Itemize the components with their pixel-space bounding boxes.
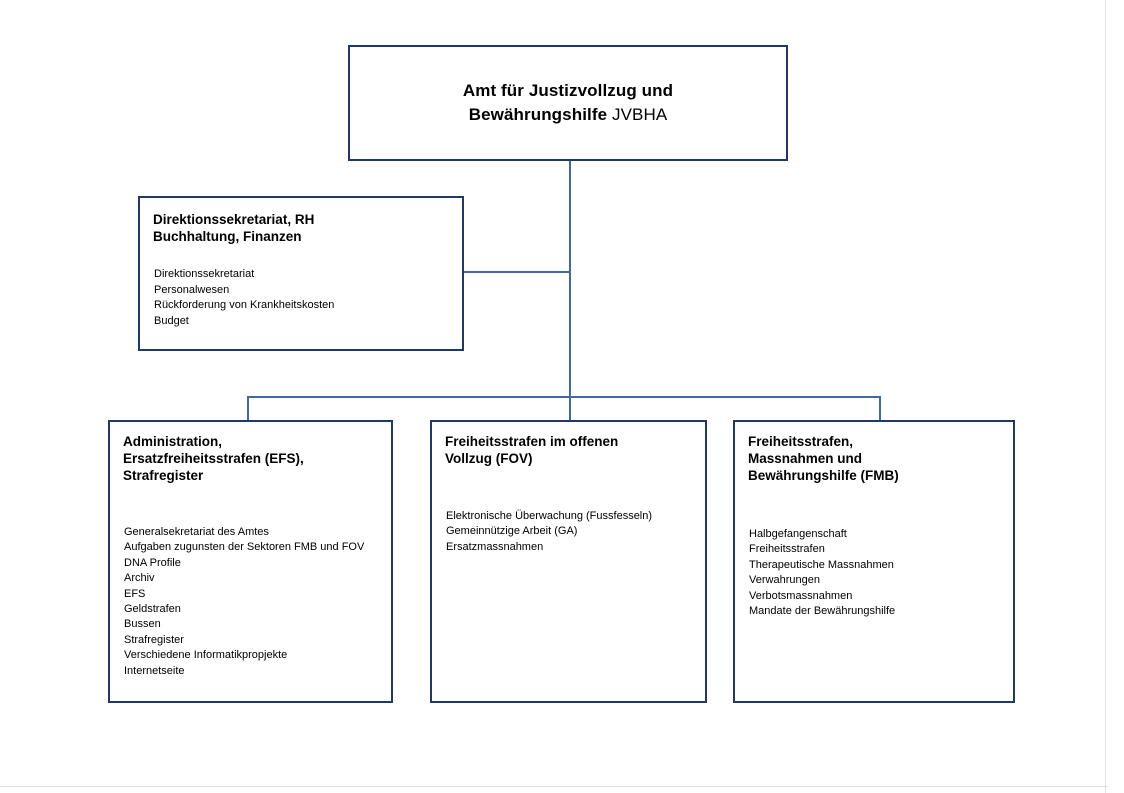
list-item: Freiheitsstrafen (749, 543, 825, 556)
list-item: Elektronische Überwachung (Fussfesseln) (446, 510, 653, 522)
node-root-title-abbr: JVBHA (612, 105, 668, 124)
list-item: DNA Profile (124, 556, 181, 569)
connector-root-trunk (569, 161, 571, 398)
node-fov-list: Elektronische Überwachung (Fussfesseln) G… (446, 509, 652, 555)
node-root-title-bold: Amt für Justizvollzug und Bewährungshilf… (462, 81, 674, 124)
list-item: Bussen (124, 618, 161, 631)
list-item: Archiv (124, 572, 155, 585)
list-item: Gemeinnützige Arbeit (GA) (446, 525, 578, 538)
node-freiheitsstrafen-offener-vollzug[interactable]: Freiheitsstrafen im offenen Vollzug (FOV… (430, 420, 707, 703)
list-item: Halbgefangenschaft (749, 528, 847, 540)
list-item: Verwahrungen (749, 574, 820, 587)
list-item: Direktionssekretariat (154, 268, 255, 280)
list-item: Generalsekretariat des Amtes (124, 526, 269, 538)
node-admin-title: Administration, Ersatzfreiheitsstrafen (… (123, 434, 304, 483)
list-item: Mandate der Bewährungshilfe (749, 605, 896, 618)
connector-staff-branch (463, 271, 570, 273)
node-fmb-title: Freiheitsstrafen, Massnahmen und Bewähru… (748, 434, 899, 483)
node-administration-efs-strafregister[interactable]: Administration, Ersatzfreiheitsstrafen (… (108, 420, 393, 703)
node-freiheitsstrafen-massnahmen-bewaehrungshilfe[interactable]: Freiheitsstrafen, Massnahmen und Bewähru… (733, 420, 1015, 703)
list-item: Verschiedene Informatikpropjekte (124, 649, 288, 662)
list-item: Geldstrafen (124, 603, 181, 616)
list-item: Rückforderung von Krankheitskosten (154, 299, 335, 311)
list-item: Personalwesen (154, 283, 230, 296)
node-root-office[interactable]: Amt für Justizvollzug und Bewährungshilf… (348, 45, 788, 161)
list-item: Strafregister (124, 633, 184, 646)
list-item: EFS (124, 587, 146, 600)
connector-drop-admin (247, 396, 249, 421)
page-edge-right (1105, 0, 1106, 793)
list-item: Ersatzmassnahmen (446, 540, 544, 553)
list-item: Therapeutische Massnahmen (749, 558, 894, 571)
connector-drop-fmb (879, 396, 881, 421)
page-edge-bottom (0, 786, 1108, 787)
node-root-title: Amt für Justizvollzug und Bewährungshilf… (350, 79, 786, 127)
list-item: Verbotsmassnahmen (749, 589, 853, 602)
list-item: Internetseite (124, 664, 185, 677)
list-item: Budget (154, 314, 189, 327)
list-item: Aufgaben zugunsten der Sektoren FMB und … (124, 541, 365, 554)
node-direktionssekretariat[interactable]: Direktionssekretariat, RH Buchhaltung, F… (138, 196, 464, 351)
node-staff-title: Direktionssekretariat, RH Buchhaltung, F… (153, 212, 315, 244)
connector-horizontal-bus (247, 396, 881, 398)
node-fov-title: Freiheitsstrafen im offenen Vollzug (FOV… (445, 434, 619, 466)
connector-drop-fov (569, 396, 571, 421)
